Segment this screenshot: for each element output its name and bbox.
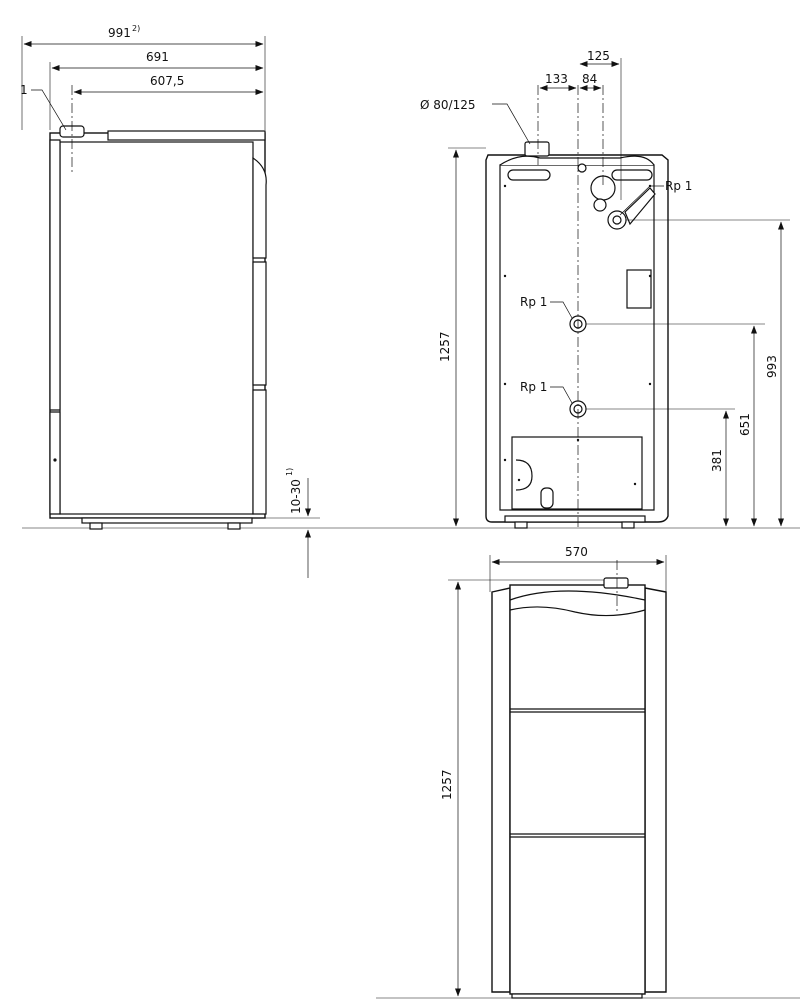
dim-993: 993	[765, 355, 779, 378]
side-view: 991 2) 691 607,5 1 10-30 1)	[20, 24, 320, 578]
front-view: 570 1257	[376, 545, 800, 999]
dim-691: 691	[146, 50, 169, 64]
rear-slot-left	[507, 169, 551, 181]
rear-port-small	[577, 163, 587, 173]
rear-rating-plate	[626, 269, 652, 309]
rear-flue-stub	[524, 141, 550, 157]
side-top-cap	[107, 130, 266, 141]
label-conn-low: Rp 1	[520, 380, 547, 394]
side-right-contour	[252, 156, 267, 259]
label-1: 1	[20, 83, 28, 97]
dim-381: 381	[710, 449, 724, 472]
rear-bottom-box	[511, 436, 643, 510]
rear-drain	[540, 487, 554, 509]
rear-top-curve	[499, 155, 655, 166]
rear-drain-hook	[515, 459, 533, 491]
dim-133: 133	[545, 72, 568, 86]
front-right-panel	[644, 587, 667, 993]
front-flue-stub	[603, 577, 629, 589]
front-left-panel	[491, 587, 511, 993]
side-right-low	[252, 389, 267, 515]
side-front-panel	[59, 141, 254, 515]
rear-base	[504, 515, 646, 523]
label-flue-diameter: Ø 80/125	[420, 98, 475, 112]
side-left-strip-low	[49, 411, 61, 515]
dim-10-30: 10-30	[289, 479, 303, 514]
front-body	[509, 584, 646, 995]
rear-port-mid	[593, 198, 607, 212]
front-base	[511, 993, 643, 999]
dim-84: 84	[582, 72, 597, 86]
label-conn-top: Rp 1	[665, 179, 692, 193]
side-foot-right	[227, 522, 241, 530]
side-foot-left	[89, 522, 103, 530]
side-left-strip	[49, 139, 61, 411]
side-base	[81, 517, 253, 524]
dim-991-note: 2)	[132, 24, 140, 33]
front-top-wave	[509, 606, 646, 617]
rear-slot-right	[611, 169, 653, 181]
side-right-mid	[252, 261, 267, 386]
dim-607-5: 607,5	[150, 74, 184, 88]
rear-pipe-top-inner	[612, 215, 622, 225]
dim-rear-1257: 1257	[438, 331, 452, 362]
front-top-curve	[509, 590, 646, 601]
dim-125: 125	[587, 49, 610, 63]
rear-view: 125 133 84 Ø 80/125 1257 Rp 1 Rp 1 Rp 1 …	[320, 49, 800, 530]
dim-570: 570	[565, 545, 588, 559]
dim-front-1257: 1257	[440, 769, 454, 800]
dim-991: 991	[108, 26, 131, 40]
dim-651: 651	[738, 413, 752, 436]
side-screw-dot	[53, 458, 57, 462]
dim-10-30-note: 1)	[285, 468, 294, 476]
label-conn-mid: Rp 1	[520, 295, 547, 309]
